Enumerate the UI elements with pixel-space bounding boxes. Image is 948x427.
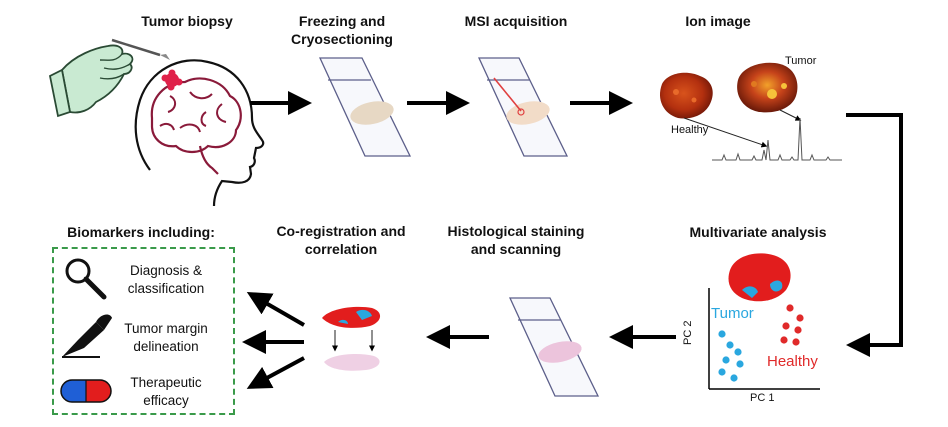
gloved-hand-scalpel-icon — [48, 38, 170, 118]
pca-healthy-points — [780, 304, 804, 346]
biomarker-margin-line1: Tumor margin — [124, 321, 208, 336]
label-ion-image: Ion image — [685, 13, 751, 29]
arrow-to-diagnosis — [246, 292, 305, 327]
biomarkers-box — [52, 247, 235, 415]
ion-image-healthy — [659, 72, 713, 119]
glass-slide-freezing — [318, 57, 412, 157]
label-coreg-line2: correlation — [304, 241, 378, 257]
label-histo-line1: Histological staining — [447, 223, 585, 239]
pca-healthy-label: Healthy — [767, 353, 818, 370]
pca-tumor-points — [718, 330, 744, 382]
ion-pointer-tumor — [779, 109, 802, 121]
ion-tumor-label: Tumor — [785, 55, 817, 67]
label-tumor-biopsy: Tumor biopsy — [141, 13, 233, 29]
biomarker-diagnosis-line2: classification — [127, 281, 205, 296]
glass-slide-histology — [508, 297, 600, 397]
label-freezing-line2: Cryosectioning — [291, 31, 393, 47]
label-biomarkers: Biomarkers including: — [67, 224, 215, 240]
pca-x-axis-label: PC 1 — [750, 392, 775, 404]
ion-image-tumor — [737, 62, 798, 113]
arrow-to-therapeutic — [246, 356, 305, 389]
biomarker-diagnosis-line1: Diagnosis & — [129, 263, 203, 278]
connector-arrow — [846, 113, 903, 357]
label-freezing-line1: Freezing and — [298, 13, 386, 29]
pca-tumor-label: Tumor — [711, 305, 754, 322]
label-histo-line2: and scanning — [470, 241, 562, 257]
pca-tissue-shape — [728, 253, 791, 302]
pill-icon — [60, 379, 112, 403]
scalpel-icon — [62, 314, 112, 358]
ion-healthy-label: Healthy — [671, 124, 709, 136]
magnifier-icon — [65, 258, 107, 300]
glass-slide-msi — [477, 57, 569, 157]
biomarker-therapeutic-line1: Therapeutic — [130, 375, 202, 390]
mass-spectrum — [712, 117, 842, 161]
pca-y-axis-label: PC 2 — [682, 320, 694, 345]
label-multivariate-analysis: Multivariate analysis — [689, 224, 827, 240]
head-brain-icon — [134, 59, 265, 207]
coregistration-icon — [322, 306, 381, 371]
biomarker-therapeutic-line2: efficacy — [143, 393, 189, 408]
label-msi-acquisition: MSI acquisition — [464, 13, 568, 29]
ion-pointer-healthy — [683, 117, 768, 148]
biomarker-margin-line2: delineation — [133, 339, 199, 354]
label-coreg-line1: Co-registration and — [276, 223, 406, 239]
